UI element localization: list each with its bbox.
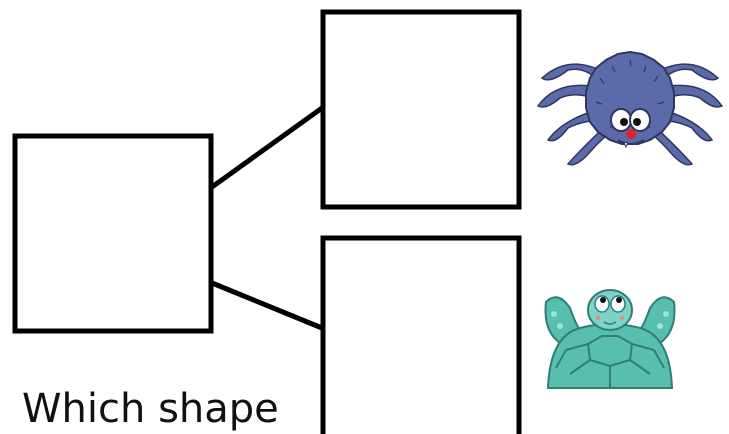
spider-illustration-icon [536, 50, 724, 166]
root-box [12, 133, 214, 334]
branch-box-lower [320, 235, 522, 434]
turtle-illustration-icon [544, 289, 676, 389]
connector-lower [211, 280, 323, 331]
question-prompt: Which shape [22, 386, 279, 432]
branch-box-upper [320, 9, 522, 210]
connector-upper [210, 105, 324, 190]
